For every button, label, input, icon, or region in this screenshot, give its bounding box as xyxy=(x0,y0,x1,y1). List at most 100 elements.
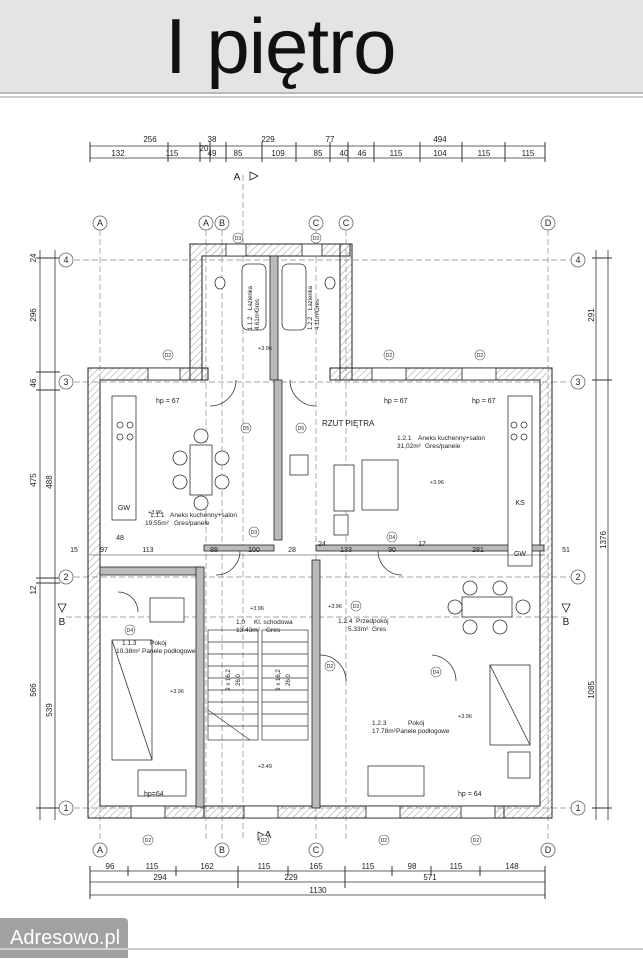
door-tag: D3 xyxy=(313,236,320,242)
room-name: Aneks kuchenny+salon xyxy=(170,512,237,519)
dim-bottom-1: 162 xyxy=(200,862,214,871)
door-tag: D3 xyxy=(251,530,258,536)
grid-letter: C xyxy=(343,218,350,228)
dim-left: 566 xyxy=(29,683,38,697)
watermark-logo: Adresowo.pl xyxy=(0,918,129,958)
kitchen-counters xyxy=(111,395,533,567)
dim-bottom-1: 148 xyxy=(505,862,519,871)
page-title: I piętro xyxy=(165,2,396,90)
height-label: hp = 67 xyxy=(156,398,180,405)
level-mark: +2.49 xyxy=(258,764,272,770)
height-label: hp = 67 xyxy=(472,398,496,405)
dim-mid: 100 xyxy=(248,547,260,554)
dim-top-2: 104 xyxy=(433,149,447,158)
grid-number: 1 xyxy=(63,803,68,813)
level-mark: +3.96 xyxy=(458,714,472,720)
room-floor: Gres xyxy=(315,299,321,312)
dim-left: 12 xyxy=(29,585,38,594)
dim-bottom-1: 165 xyxy=(309,862,323,871)
room-name: Przedpokój xyxy=(356,618,389,625)
door-swings xyxy=(117,379,457,682)
door-tag: D4 xyxy=(433,670,440,676)
dim-top-2: 40 xyxy=(340,149,349,158)
dimension-ticks xyxy=(36,142,612,899)
door-tag: D5 xyxy=(243,426,250,432)
grid-number: 1 xyxy=(575,803,580,813)
section-label: B xyxy=(563,617,570,628)
room-area: 4.11m² xyxy=(315,312,321,330)
dim-bottom-1: 115 xyxy=(146,862,159,871)
height-label: hp = 67 xyxy=(384,398,408,405)
dim-right: 1376 xyxy=(599,531,608,549)
door-tag: D3 xyxy=(353,604,360,610)
dim-top-2: 49 xyxy=(208,149,217,158)
dim-top-1: 77 xyxy=(326,135,335,144)
level-mark: +3.96 xyxy=(170,689,184,695)
window-tag: D2 xyxy=(165,353,172,359)
dim-mid: 24 xyxy=(318,541,326,548)
dim-top-2: 115 xyxy=(390,149,403,158)
dim-mid: 113 xyxy=(142,547,153,554)
stair-label: 9 x 16,2 xyxy=(276,669,282,691)
dim-top-2: 115 xyxy=(166,149,179,158)
door-tag: D5 xyxy=(298,426,305,432)
fixture-label: GW xyxy=(118,505,130,512)
furniture xyxy=(111,428,531,797)
room-id: 1.0 xyxy=(236,619,245,626)
room-id: 1.2.3 xyxy=(372,720,387,727)
dim-mid: 15 xyxy=(70,547,78,554)
dim-top-2: 85 xyxy=(234,149,243,158)
room-floor: Panele podłogowe xyxy=(142,648,196,655)
room-name: Pokój xyxy=(150,640,166,647)
dim-mid: 88 xyxy=(210,547,218,554)
dim-top-2: 20 xyxy=(200,144,209,153)
window-tag: D2 xyxy=(473,838,480,844)
window-tag: D2 xyxy=(327,664,334,670)
window-tag: D2 xyxy=(381,838,388,844)
level-mark: +3.96 xyxy=(250,606,264,612)
grid-number: 3 xyxy=(63,377,68,387)
window-tag: D2 xyxy=(477,353,484,359)
height-label: hp = 64 xyxy=(458,791,482,798)
room-area: 19.55m² xyxy=(145,520,170,527)
floor-plan: 256 38 229 77 494 132 115 20 49 85 109 8… xyxy=(29,135,612,899)
dim-mid: 51 xyxy=(562,547,570,554)
dim-left: 24 xyxy=(29,253,38,262)
room-area: 10.38m² xyxy=(116,648,141,655)
dim-bottom-1: 115 xyxy=(450,862,463,871)
grid-bubbles xyxy=(58,215,586,858)
dim-bottom-1: 115 xyxy=(258,862,271,871)
room-id: 1.1.2 xyxy=(248,316,254,330)
room-area: 17.78m² xyxy=(372,728,397,735)
room-floor: Gres xyxy=(266,627,281,634)
level-mark: +3.96 xyxy=(328,604,342,610)
room-area: 5.33m² xyxy=(348,626,369,633)
window-tag: D2 xyxy=(145,838,152,844)
fixture-label: KS xyxy=(515,500,525,507)
dim-bottom-1: 96 xyxy=(106,862,115,871)
window-tag: D2 xyxy=(261,838,268,844)
dim-left: 46 xyxy=(29,378,38,387)
drawing-title: RZUT PIĘTRA xyxy=(322,419,375,428)
stair-flights xyxy=(207,629,309,741)
dim-bottom-2: 229 xyxy=(284,873,298,882)
room-area: 4.61m² xyxy=(255,311,261,330)
title-banner: I piętro xyxy=(0,0,643,94)
room-floor: Gres xyxy=(255,299,261,312)
grid-letter: C xyxy=(313,218,320,228)
interior-walls xyxy=(99,255,545,809)
dim-top-1: 494 xyxy=(433,135,447,144)
room-area: 13.43m² xyxy=(236,627,261,634)
room-floor: Gres xyxy=(372,626,387,633)
grid-number: 4 xyxy=(63,255,68,265)
dim-top-2: 115 xyxy=(478,149,491,158)
grid-letter: D xyxy=(545,218,552,228)
room-id: 1.2.4 xyxy=(338,618,353,625)
dim-right: 1085 xyxy=(587,681,596,699)
stair-label: 9 x 16,2 xyxy=(226,669,232,691)
window-tag: D2 xyxy=(386,353,393,359)
room-name: Kl. schodowa xyxy=(254,619,293,626)
grid-number: 2 xyxy=(575,572,580,582)
grid-letter: A xyxy=(203,218,209,228)
grid-number: 3 xyxy=(575,377,580,387)
